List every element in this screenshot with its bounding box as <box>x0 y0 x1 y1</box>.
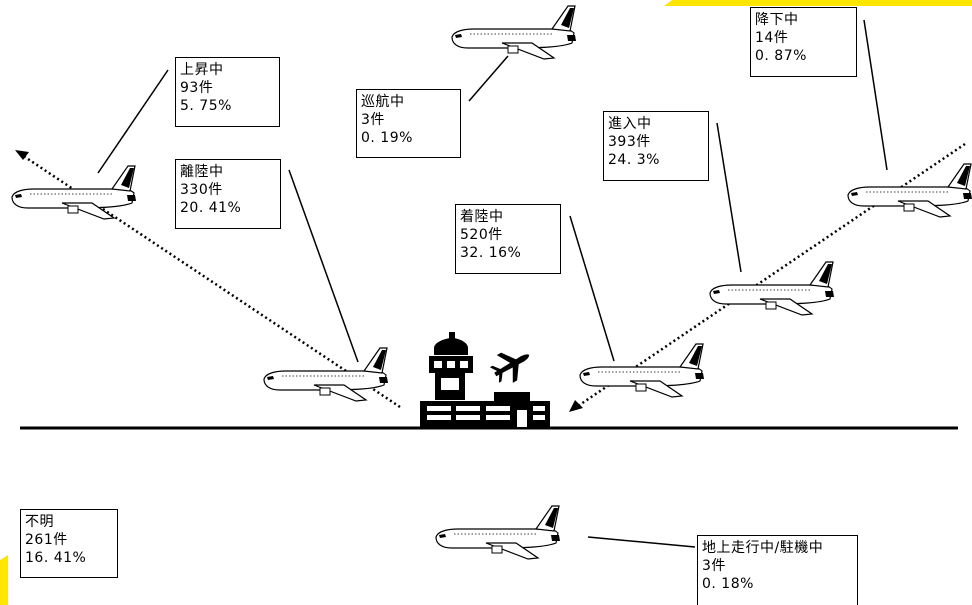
phase-box-approach: 進入中 393件 24. 3% <box>603 111 709 181</box>
arrival-arrowhead <box>569 400 583 412</box>
phase-box-landing: 着陸中 520件 32. 16% <box>455 204 561 274</box>
airplane-icon-takeoff <box>263 347 389 402</box>
phase-count: 261件 <box>25 532 68 548</box>
phase-count: 14件 <box>755 30 789 46</box>
phase-name: 巡航中 <box>361 94 405 110</box>
departure-path <box>21 153 401 409</box>
airplane-icon-landing <box>579 343 705 398</box>
phase-count: 520件 <box>460 227 503 243</box>
leader-descent <box>863 19 888 171</box>
phase-box-descent: 降下中 14件 0. 87% <box>750 7 857 77</box>
phase-percent: 20. 41% <box>180 200 242 216</box>
phase-box-ground: 地上走行中/駐機中 3件 0. 18% <box>697 535 858 605</box>
phase-percent: 24. 3% <box>608 152 660 168</box>
phase-percent: 5. 75% <box>180 98 232 114</box>
phase-percent: 0. 87% <box>755 48 807 64</box>
phase-name: 不明 <box>25 514 54 530</box>
departing-plane-icon <box>489 352 530 383</box>
leader-climb <box>97 69 169 174</box>
airplane-icon-descent <box>847 163 972 218</box>
leader-approach <box>716 122 742 273</box>
phase-percent: 0. 19% <box>361 130 413 146</box>
phase-percent: 16. 41% <box>25 550 87 566</box>
phase-box-climb: 上昇中 93件 5. 75% <box>175 57 280 127</box>
control-tower-icon <box>420 332 550 427</box>
phase-percent: 0. 18% <box>702 576 754 592</box>
phase-box-unknown: 不明 261件 16. 41% <box>20 509 118 578</box>
accent-stripe-left <box>0 555 8 605</box>
phase-box-cruise: 巡航中 3件 0. 19% <box>356 89 461 158</box>
leader-cruise <box>468 55 509 102</box>
phase-name: 進入中 <box>608 116 652 132</box>
phase-percent: 32. 16% <box>460 245 522 261</box>
leader-ground <box>587 536 696 548</box>
phase-name: 着陸中 <box>460 209 504 225</box>
phase-name: 離陸中 <box>180 164 224 180</box>
phase-count: 330件 <box>180 182 223 198</box>
phase-count: 93件 <box>180 80 214 96</box>
phase-count: 3件 <box>702 558 726 574</box>
departure-arrowhead <box>15 150 29 160</box>
phase-box-takeoff: 離陸中 330件 20. 41% <box>175 159 281 229</box>
leader-landing <box>569 215 615 362</box>
phase-name: 地上走行中/駐機中 <box>702 540 824 556</box>
phase-name: 降下中 <box>755 12 799 28</box>
airplane-icon-approach <box>709 261 835 316</box>
phase-count: 3件 <box>361 112 385 128</box>
accent-stripe-top <box>664 0 972 6</box>
airplane-icon-climb <box>11 165 137 220</box>
phase-name: 上昇中 <box>180 62 224 78</box>
phase-count: 393件 <box>608 134 651 150</box>
airplane-icon-ground <box>435 505 561 560</box>
leader-takeoff <box>288 169 359 363</box>
airplane-icon-cruise <box>451 5 577 60</box>
